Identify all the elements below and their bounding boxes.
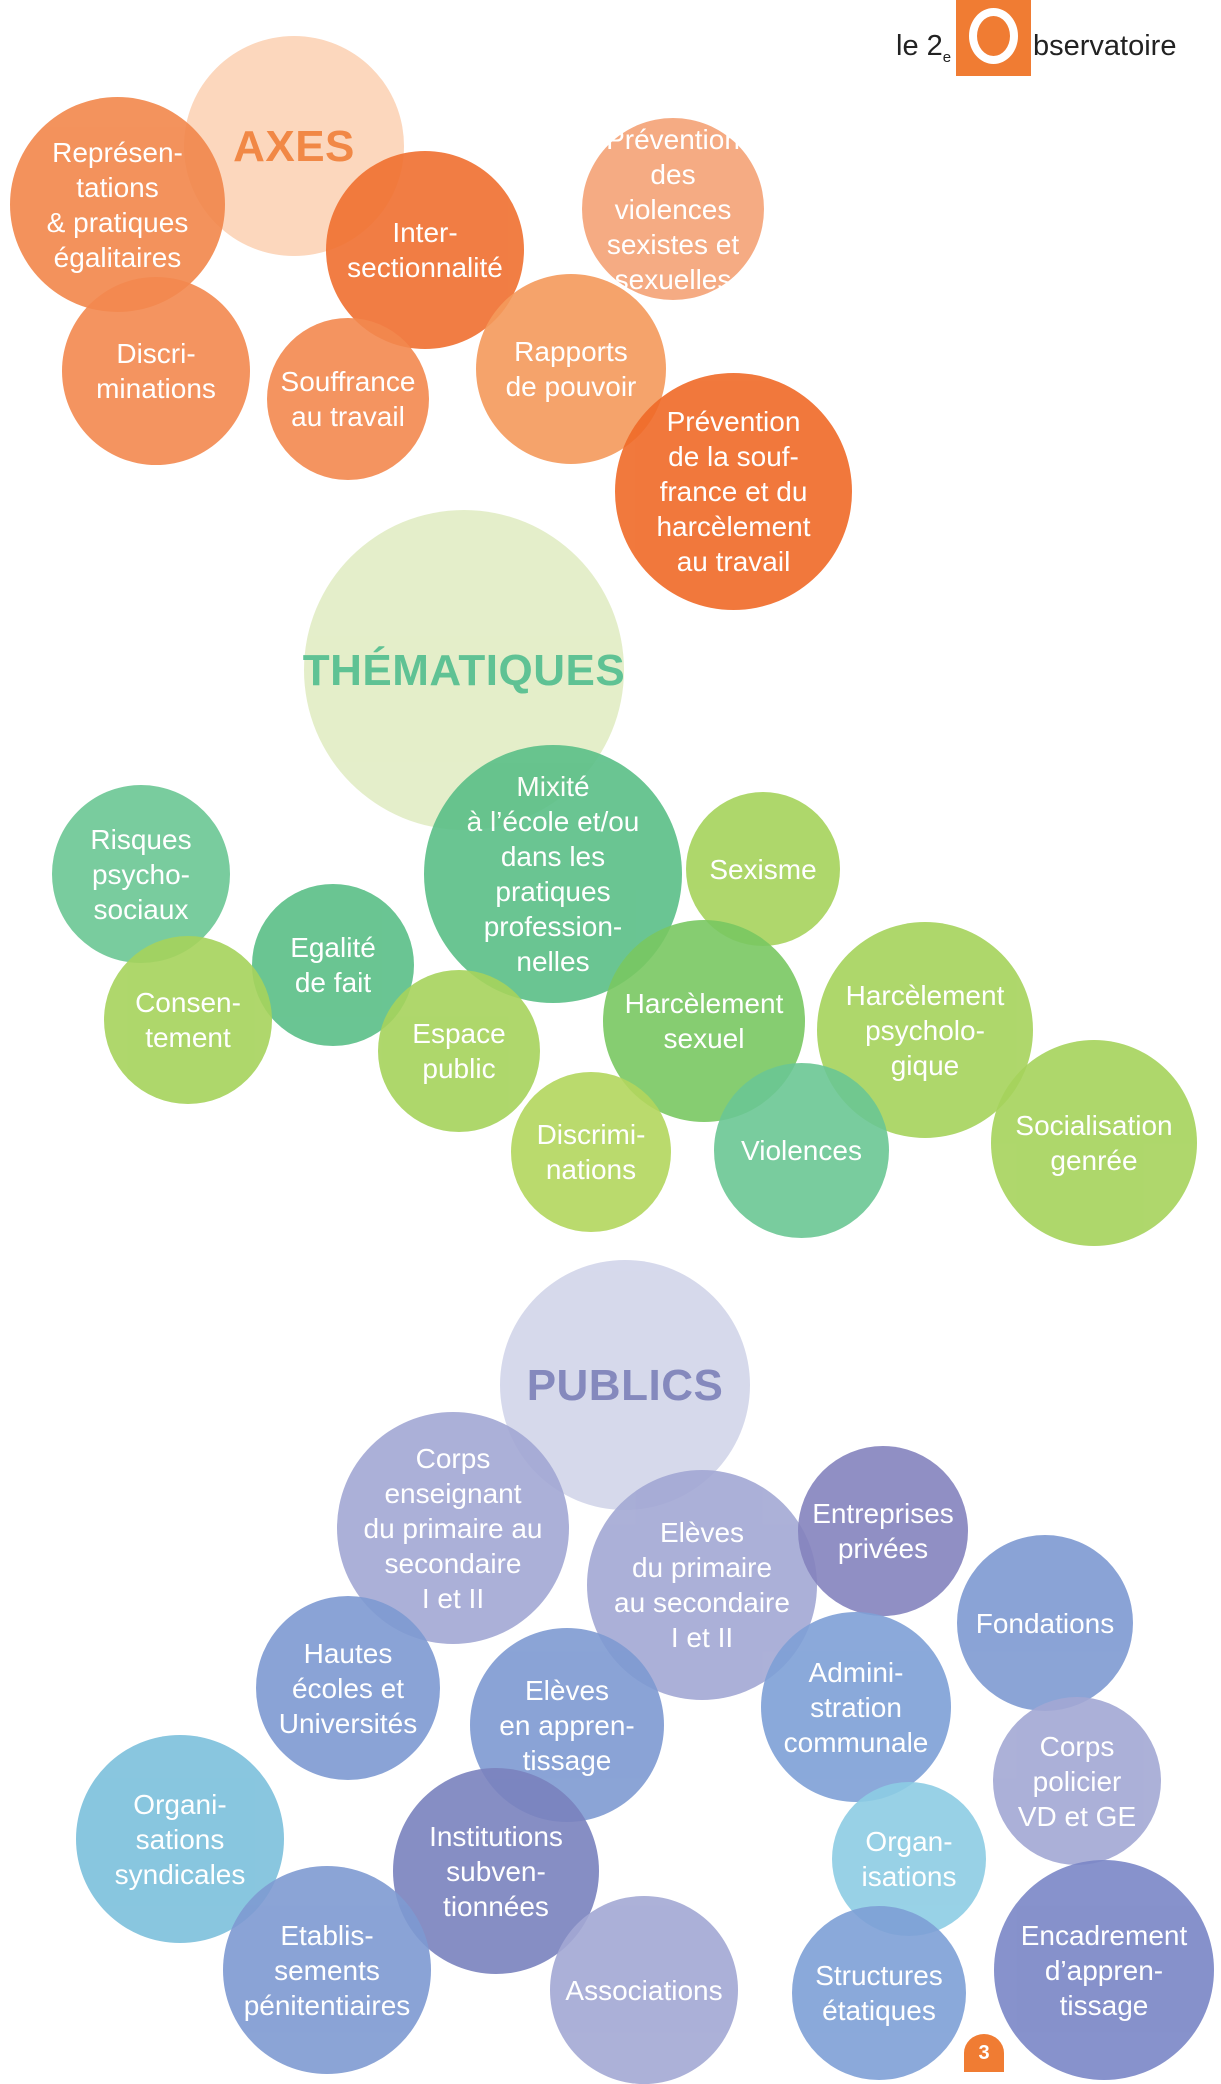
logo: le 2e bservatoire	[896, 0, 1221, 88]
axes-item-prevention-violences: Prévention des violences sexistes et sex…	[582, 118, 764, 300]
logo-suffix: bservatoire	[1033, 30, 1177, 62]
page-number: 3	[964, 2034, 1004, 2072]
logo-mark	[956, 0, 1031, 76]
axes-item-discriminations: Discri- minations	[62, 277, 250, 465]
axes-item-souffrance: Souffrance au travail	[267, 318, 429, 480]
logo-ring-icon	[969, 8, 1018, 64]
thematiques-item-discriminations: Discrimi- nations	[511, 1072, 671, 1232]
publics-item-etablissements: Etablis- sements pénitentiaires	[223, 1866, 431, 2074]
axes-item-representations: Représen- tations & pratiques égalitaire…	[10, 97, 225, 312]
thematiques-item-socialisation: Socialisation genrée	[991, 1040, 1197, 1246]
thematiques-item-consentement: Consen- tement	[104, 936, 272, 1104]
publics-item-eleves-primaire: Elèves du primaire au secondaire I et II	[587, 1470, 817, 1700]
thematiques-item-espace-public: Espace public	[378, 970, 540, 1132]
publics-item-structures: Structures étatiques	[792, 1906, 966, 2080]
publics-item-organisations: Organ- isations	[832, 1782, 986, 1936]
thematiques-item-mixite: Mixité à l’école et/ou dans les pratique…	[424, 745, 682, 1003]
publics-item-associations: Associations	[550, 1896, 738, 2084]
publics-item-corps-policier: Corps policier VD et GE	[993, 1697, 1161, 1865]
thematiques-item-egalite: Egalité de fait	[252, 884, 414, 1046]
thematiques-item-risques: Risques psycho- sociaux	[52, 785, 230, 963]
logo-prefix: le 2e	[896, 30, 952, 66]
thematiques-item-violences: Violences	[714, 1063, 889, 1238]
thematiques-heading: THÉMATIQUES	[303, 510, 625, 830]
publics-item-encadrement: Encadrement d’appren- tissage	[994, 1860, 1214, 2080]
thematiques-item-harcelement-psychologique: Harcèlement psycholo- gique	[817, 922, 1033, 1138]
publics-item-institutions: Institutions subven- tionnées	[393, 1768, 599, 1974]
publics-item-administration: Admini- stration communale	[761, 1612, 951, 1802]
publics-item-fondations: Fondations	[957, 1535, 1133, 1711]
publics-item-entreprises: Entreprises privées	[798, 1446, 968, 1616]
axes-item-prevention-souffrance: Prévention de la souf- france et du harc…	[615, 373, 852, 610]
publics-item-hautes-ecoles: Hautes écoles et Universités	[256, 1596, 440, 1780]
